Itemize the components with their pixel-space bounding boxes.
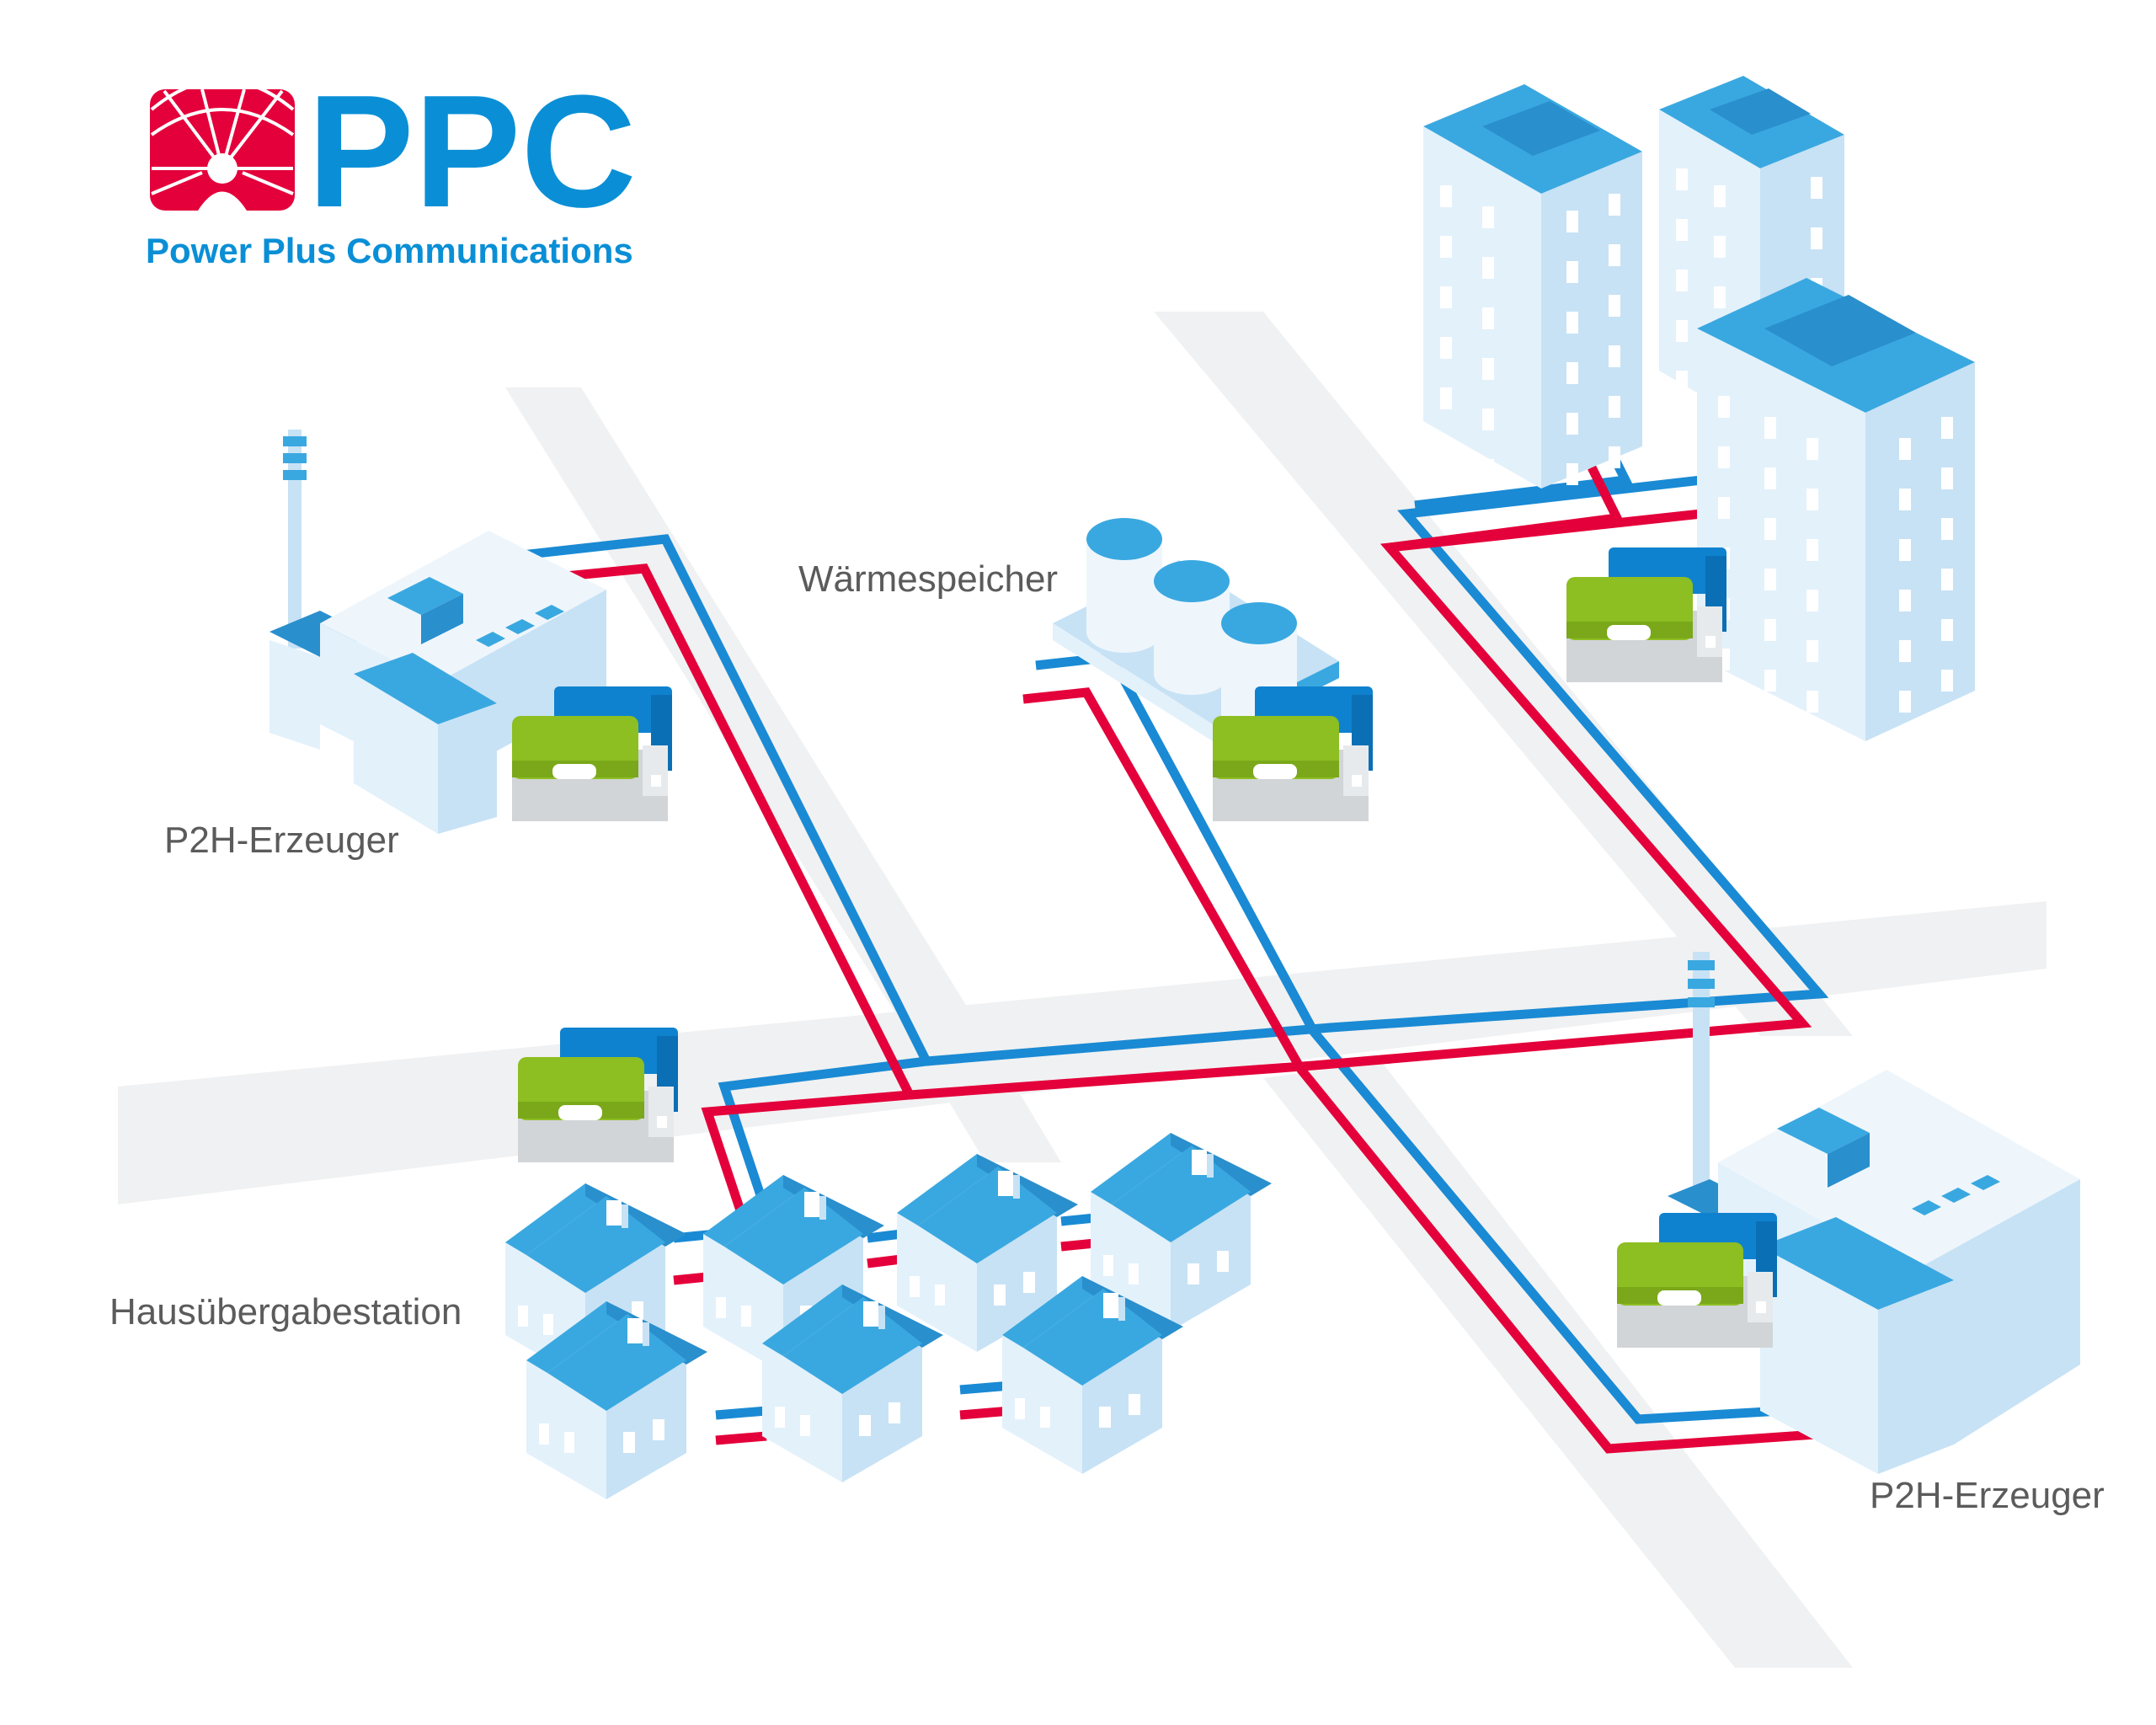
logo-tagline: Power Plus Communications	[146, 231, 633, 270]
label-producer-right: P2H-Erzeuger	[1870, 1475, 2105, 1516]
smart-meter-gateway-icon	[1566, 547, 1726, 682]
ppc-logo: PPC Power Plus Communications	[146, 62, 637, 270]
label-house-station: Hausübergabestation	[109, 1291, 462, 1332]
apartment-tower-icon	[1423, 84, 1642, 489]
logo-net-icon	[150, 78, 295, 211]
houses	[505, 1133, 1272, 1499]
power-plant-icon	[1668, 952, 2080, 1474]
apartment-tower-icon	[1697, 278, 1975, 741]
smart-meter-gateway-icon	[1617, 1213, 1777, 1348]
label-producer-left: P2H-Erzeuger	[164, 820, 399, 861]
label-storage: Wärmespeicher	[798, 558, 1058, 600]
power-plant-icon	[270, 430, 606, 834]
logo-wordmark: PPC	[307, 62, 637, 241]
